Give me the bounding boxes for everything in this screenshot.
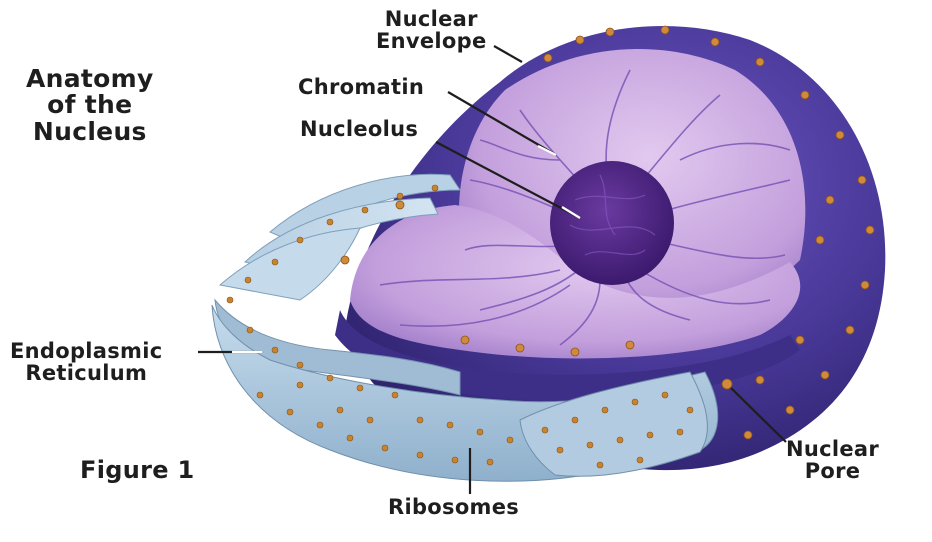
nucleolus-shape [550, 161, 674, 285]
label-ribosomes: Ribosomes [388, 495, 520, 519]
label-nuclear-envelope: Nuclear Envelope [376, 7, 487, 54]
label-endoplasmic-reticulum: Endoplasmic Reticulum [10, 339, 163, 386]
leader-highlights [232, 145, 581, 354]
leader-nuclear-envelope [493, 45, 523, 63]
leader-nucleolus [435, 141, 581, 219]
leader-lines [198, 45, 787, 494]
nuclear-pores [340, 25, 875, 440]
label-chromatin: Chromatin [298, 75, 425, 99]
label-nuclear-pore: Nuclear Pore [786, 437, 880, 484]
ribosomes-dots [226, 184, 694, 469]
diagram-title: Anatomy of the Nucleus [26, 64, 154, 146]
leader-chromatin [447, 91, 557, 156]
leader-nuclear-pore [730, 387, 787, 443]
nucleolus-texture [569, 174, 656, 256]
label-nucleolus: Nucleolus [300, 117, 419, 141]
figure-label: Figure 1 [80, 456, 195, 484]
er-sheets [211, 173, 719, 482]
